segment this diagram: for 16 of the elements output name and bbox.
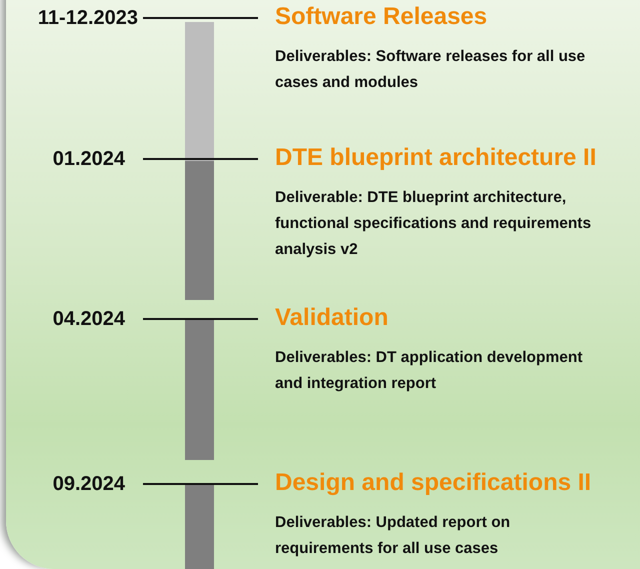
milestone-title: DTE blueprint architecture II xyxy=(275,143,598,173)
milestone-title: Software Releases xyxy=(275,2,488,32)
date-label: 04.2024 xyxy=(52,307,141,331)
tick-line xyxy=(143,483,258,485)
milestone-title: Validation xyxy=(275,303,390,333)
tick-line xyxy=(143,318,258,320)
deliverable-text: Deliverables: DT application development and integration report xyxy=(275,348,584,394)
milestone-title: Design and specifications II xyxy=(275,468,592,498)
deliverable-text: Deliverables: Software releases for all use cases and modules xyxy=(275,47,586,93)
date-label: 09.2024 xyxy=(52,472,141,496)
tick-line xyxy=(143,158,258,160)
date-label: 11-12.2023 xyxy=(38,6,141,30)
tick-line xyxy=(143,17,258,19)
deliverable-text: Deliverable: DTE blueprint architecture, functional specifications and requirements analysis v2 xyxy=(275,188,592,260)
date-label: 01.2024 xyxy=(52,147,141,171)
deliverable-text: Deliverables: Updated report on requirements for all use cases xyxy=(275,513,512,559)
